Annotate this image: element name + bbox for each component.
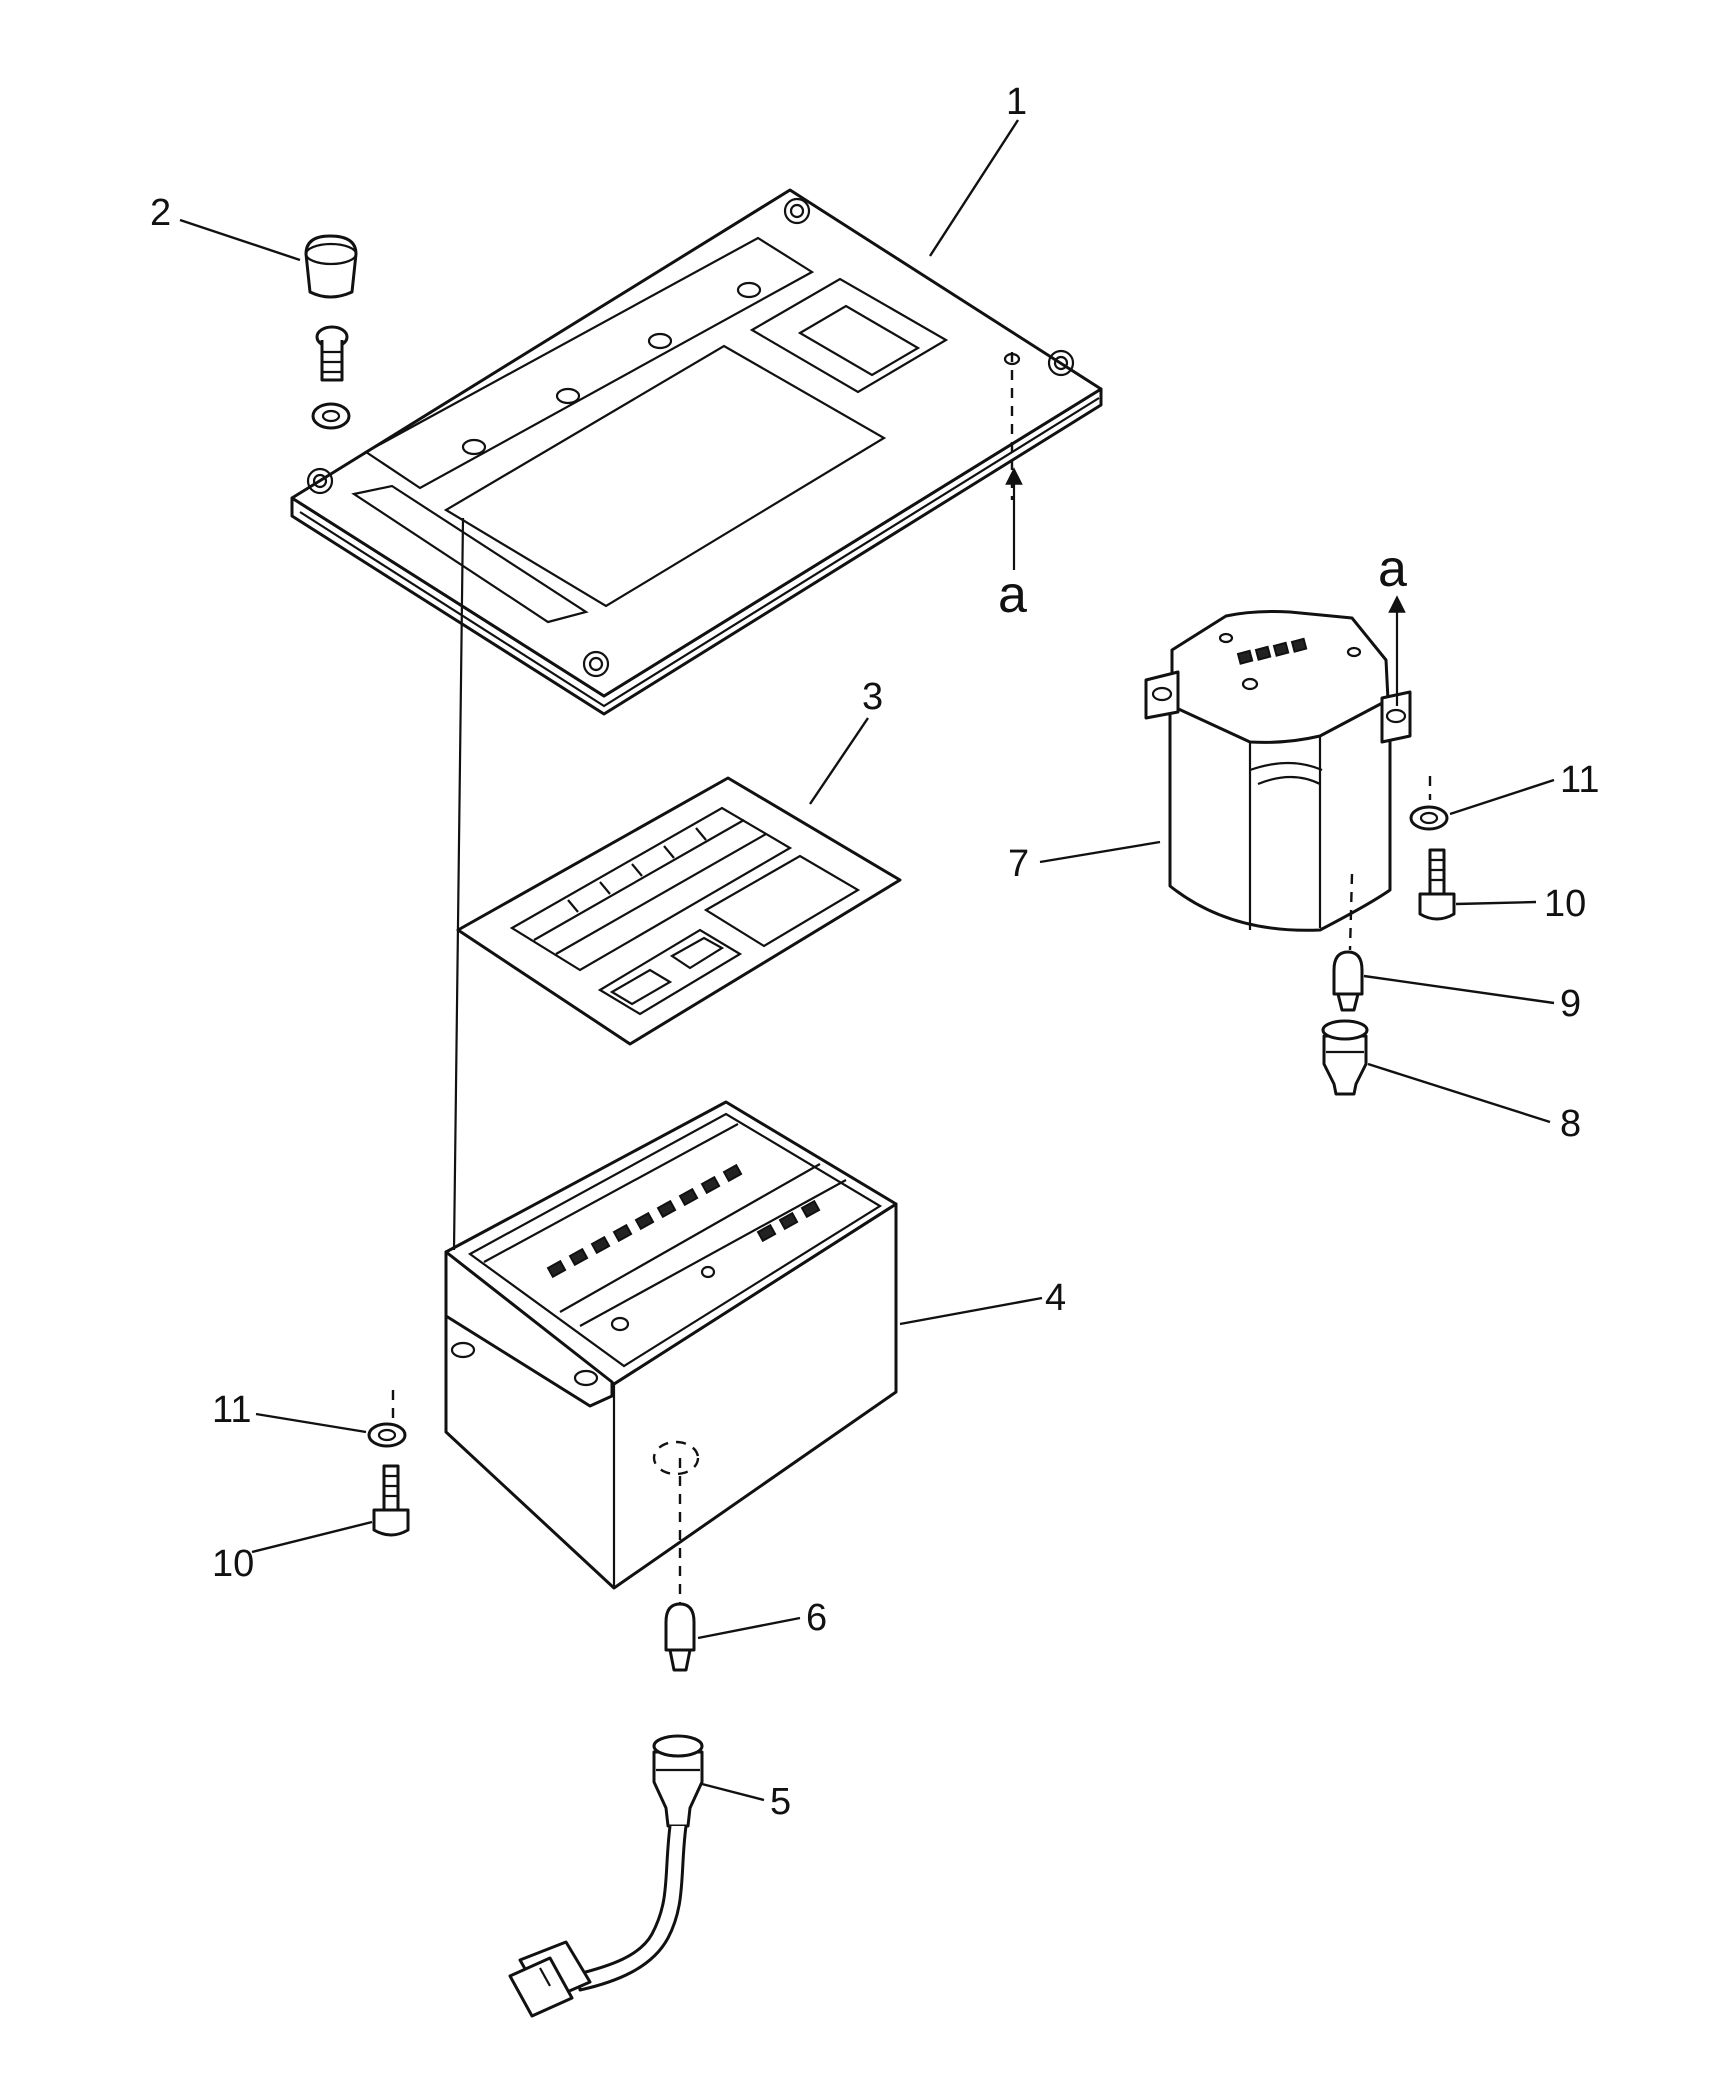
reference-a-panel: a [998, 566, 1027, 624]
part-11-washer-right [1409, 805, 1449, 831]
part-4-instrument-housing [444, 1100, 898, 1590]
callout-10-right: 10 [1544, 883, 1586, 925]
part-6-bulb [664, 1602, 696, 1672]
callout-leaders [179, 119, 1555, 1802]
callout-8: 8 [1560, 1103, 1581, 1145]
callout-10-left: 10 [212, 1543, 254, 1585]
callout-9: 9 [1560, 983, 1581, 1025]
callout-11-right: 11 [1560, 759, 1599, 801]
part-2-cap-screw-washer [304, 234, 358, 430]
part-10-screw-left [372, 1464, 410, 1537]
callout-1: 1 [1006, 81, 1027, 123]
callout-4: 4 [1045, 1277, 1066, 1319]
part-11-washer-left [367, 1422, 407, 1448]
callout-11-left: 11 [212, 1389, 251, 1431]
part-9-bulb [1332, 950, 1364, 1012]
callout-5: 5 [770, 1781, 791, 1823]
part-5-socket-harness [508, 1734, 704, 2018]
callout-7: 7 [1008, 843, 1029, 885]
part-3-circuit-board [456, 776, 902, 1046]
reference-a-gauge: a [1378, 540, 1407, 598]
callout-3: 3 [862, 676, 883, 718]
callout-labels: 1 2 3 4 5 6 7 8 9 10 11 10 11 a a [150, 81, 1599, 1823]
callout-2: 2 [150, 192, 171, 234]
assembly-lines [391, 352, 1432, 1604]
callout-6: 6 [806, 1597, 827, 1639]
part-8-socket [1321, 1019, 1369, 1096]
part-7-gauge [1144, 610, 1412, 932]
part-1-front-panel [290, 188, 1103, 716]
part-10-screw-right [1418, 848, 1456, 921]
